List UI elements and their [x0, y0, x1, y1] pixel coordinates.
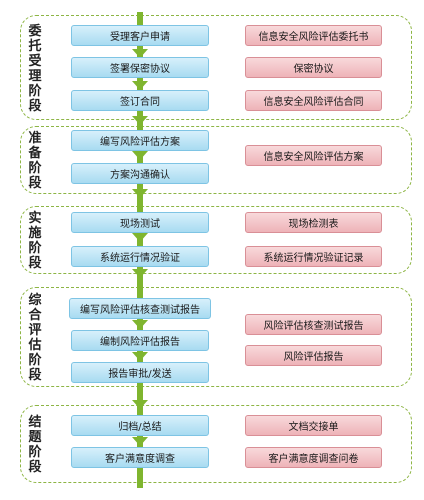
- arrow-head-11: [132, 437, 148, 446]
- stage-label-char: 段: [28, 460, 42, 475]
- step-approve-send: 报告审批/发送: [71, 362, 209, 383]
- step-sign-contract: 签订合同: [71, 90, 209, 111]
- arrow-head-10: [132, 400, 148, 409]
- doc-survey-questionnaire: 客户满意度调查问卷: [245, 447, 382, 468]
- step-sign-nda: 签署保密协议: [71, 57, 209, 78]
- doc-handover-form: 文档交接单: [245, 415, 382, 436]
- stage-label-char: 委: [28, 24, 42, 39]
- stage-label-entrust: 委托受理阶段: [23, 24, 47, 114]
- arrow-head-8: [132, 320, 148, 329]
- stage-label-char: 段: [28, 99, 42, 114]
- stage-label-char: 实: [28, 211, 42, 226]
- arrow-head-1: [132, 49, 148, 58]
- stage-label-char: 理: [28, 69, 42, 84]
- stage-label-char: 受: [28, 54, 42, 69]
- stage-label-char: 阶: [28, 353, 42, 368]
- arrow-head-7: [132, 269, 148, 278]
- stage-label-char: 阶: [28, 445, 42, 460]
- stage-box-entrust: [20, 15, 412, 120]
- arrow-head-2: [132, 81, 148, 90]
- doc-onsite-checklist: 现场检测表: [245, 212, 382, 233]
- stage-label-char: 阶: [28, 161, 42, 176]
- stage-label-assessment: 综合评估阶段: [23, 292, 47, 384]
- arrow-head-4: [132, 151, 148, 160]
- stage-label-char: 段: [28, 256, 42, 271]
- doc-nda: 保密协议: [245, 57, 382, 78]
- stage-label-char: 评: [28, 323, 42, 338]
- step-compile-report: 编制风险评估报告: [71, 330, 209, 351]
- stage-label-char: 综: [28, 293, 42, 308]
- stage-label-char: 题: [28, 430, 42, 445]
- arrow-head-5: [132, 189, 148, 198]
- step-write-plan: 编写风险评估方案: [71, 130, 209, 151]
- stage-label-char: 备: [28, 146, 42, 161]
- stage-label-prepare: 准备阶段: [23, 131, 47, 191]
- arrow-head-3: [132, 116, 148, 125]
- stage-label-closing: 结题阶段: [23, 415, 47, 475]
- step-archive-summary: 归档/总结: [71, 415, 209, 436]
- stage-label-char: 估: [28, 338, 42, 353]
- arrow-head-9: [132, 352, 148, 361]
- doc-assessment-report: 风险评估报告: [245, 345, 382, 366]
- step-onsite-test: 现场测试: [71, 212, 209, 233]
- doc-assessment-plan: 信息安全风险评估方案: [245, 145, 382, 166]
- doc-contract: 信息安全风险评估合同: [245, 90, 382, 111]
- stage-label-char: 阶: [28, 84, 42, 99]
- stage-box-closing: [20, 405, 412, 483]
- stage-label-char: 结: [28, 415, 42, 430]
- step-write-test-report: 编写风险评估核查测试报告: [69, 298, 211, 319]
- stage-label-char: 施: [28, 226, 42, 241]
- arrow-head-6: [132, 233, 148, 242]
- stage-label-char: 准: [28, 131, 42, 146]
- stage-label-char: 段: [28, 368, 42, 383]
- stage-box-prepare: [20, 126, 412, 194]
- step-satisfaction-survey: 客户满意度调查: [71, 447, 209, 468]
- stage-label-char: 托: [28, 39, 42, 54]
- stage-box-assessment: [20, 287, 412, 387]
- step-verify-operation: 系统运行情况验证: [71, 246, 209, 267]
- doc-commission-letter: 信息安全风险评估委托书: [245, 25, 382, 46]
- stage-label-char: 合: [28, 308, 42, 323]
- stage-label-implement: 实施阶段: [23, 211, 47, 271]
- stage-box-implement: [20, 206, 412, 274]
- step-accept-request: 受理客户申请: [71, 25, 209, 46]
- stage-label-char: 阶: [28, 241, 42, 256]
- doc-test-report: 风险评估核查测试报告: [245, 314, 382, 335]
- step-confirm-plan: 方案沟通确认: [71, 163, 209, 184]
- stage-label-char: 段: [28, 176, 42, 191]
- doc-verification-record: 系统运行情况验证记录: [245, 246, 382, 267]
